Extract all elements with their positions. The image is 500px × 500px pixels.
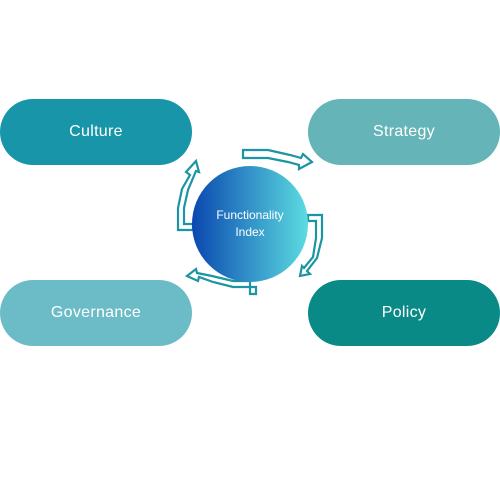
cycle-arrow-ring (176, 148, 324, 296)
node-governance: Governance (0, 280, 192, 346)
node-strategy: Strategy (308, 99, 500, 165)
arrow-band-right (298, 213, 324, 278)
node-policy-label: Policy (381, 304, 427, 321)
node-policy: Policy (308, 280, 500, 346)
node-culture: Culture (0, 99, 192, 165)
node-culture-label: Culture (69, 123, 123, 140)
node-strategy-label: Strategy (373, 123, 435, 140)
hub-label-line1: Functionality (216, 208, 284, 222)
node-governance-label: Governance (50, 304, 142, 321)
hub-label-line2: Index (235, 225, 265, 239)
hub-label: Functionality Index (190, 166, 310, 282)
arrow-band-left (176, 158, 201, 232)
hub-circle (192, 166, 308, 282)
arrow-band-top-right (241, 148, 314, 171)
